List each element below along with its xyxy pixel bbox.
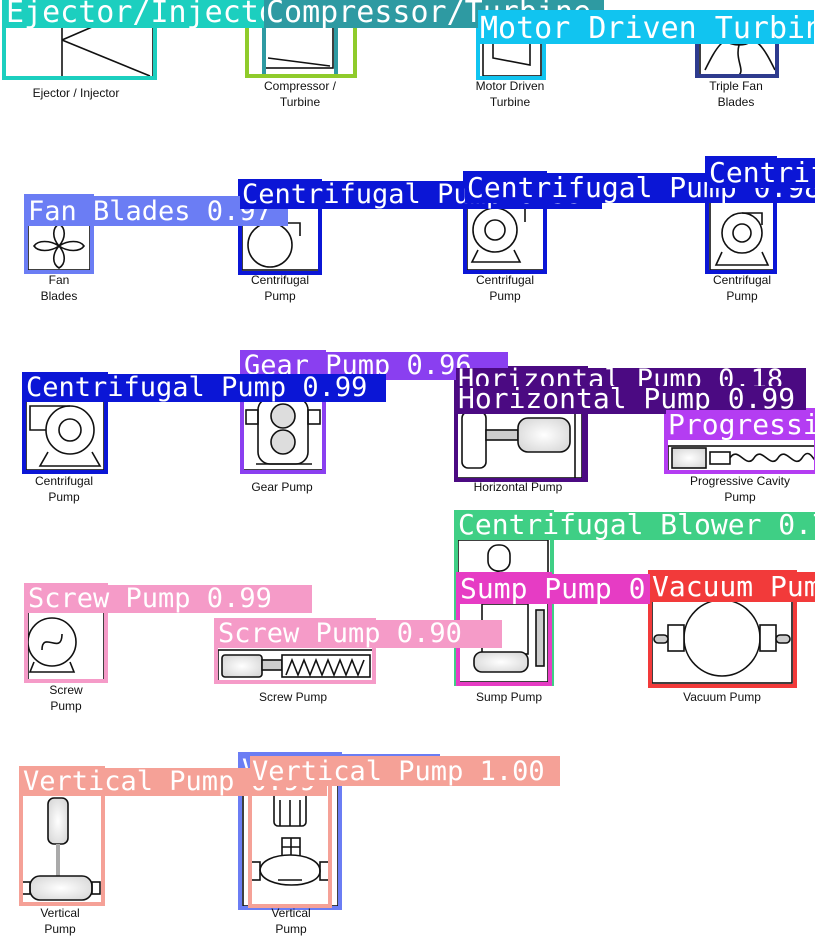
horizontal-pump-symbol bbox=[456, 407, 583, 479]
detection-label: Vacuum Pump bbox=[652, 570, 815, 603]
caption-centrifugal-pump-3: Centrifugal Pump bbox=[712, 273, 772, 303]
centrifugal-pump-4-symbol bbox=[25, 399, 105, 471]
caption-centrifugal-pump-2: Centrifugal Pump bbox=[475, 273, 535, 303]
detection-tag-bg bbox=[26, 585, 312, 613]
detection-tag-bg bbox=[707, 158, 815, 188]
detection-label: Centrifugal Blower 0.76 bbox=[458, 508, 815, 541]
caption-fan-blades: Fan Blades bbox=[40, 273, 78, 303]
progressive-cavity-pump-symbol bbox=[667, 445, 815, 473]
screw-pump-2-symbol bbox=[217, 649, 374, 683]
detection-box bbox=[2, 0, 157, 80]
detection-label: Centrifugal Pump bbox=[709, 156, 815, 189]
caption-vertical-pump-1: Vertical Pump bbox=[40, 906, 80, 936]
caption-screw-pump-2: Screw Pump bbox=[258, 690, 328, 704]
detection-label: Vertical Pump 1.00 bbox=[252, 756, 545, 787]
gear-pump-symbol bbox=[242, 394, 324, 471]
detection-label: Horizontal Pump 0.99 bbox=[458, 382, 795, 415]
caption-compressor-turbine: Compressor / Turbine bbox=[263, 79, 337, 109]
detection-tag-bg bbox=[24, 374, 386, 402]
detection-label: Screw Pump 0.99 bbox=[28, 583, 272, 614]
caption-sump-pump: Sump Pump bbox=[475, 690, 543, 704]
detection-label: Screw Pump 0.90 bbox=[218, 618, 462, 649]
detection-label: Progressive Cavity Pump bbox=[668, 408, 815, 441]
centrifugal-pump-3-symbol bbox=[709, 199, 775, 271]
detection-tag-bg bbox=[650, 572, 815, 602]
caption-horizontal-pump: Horizontal Pump bbox=[473, 480, 563, 494]
detection-label: Fan Blades 0.97 bbox=[28, 196, 272, 227]
detection-tag-bg bbox=[216, 620, 502, 648]
detection-label: Centrifugal Pump 0.99 bbox=[26, 372, 367, 403]
detection-tag-bg bbox=[666, 410, 815, 440]
caption-gear-pump: Gear Pump bbox=[251, 480, 313, 494]
caption-ejector-injector: Ejector / Injector bbox=[32, 86, 120, 100]
detection-tag-bg bbox=[456, 512, 815, 540]
caption-centrifugal-pump-4: Centrifugal Pump bbox=[34, 474, 94, 504]
sump-pump-symbol bbox=[457, 539, 549, 683]
vacuum-pump-symbol bbox=[651, 594, 793, 684]
detection-tag-bg bbox=[458, 574, 650, 604]
detection-label: Motor Driven Turbine bbox=[480, 11, 815, 46]
vertical-pump-2-symbol bbox=[242, 781, 339, 907]
detection-tag-bg bbox=[250, 756, 560, 786]
caption-vertical-pump-2: Vertical Pump bbox=[271, 906, 311, 936]
screw-pump-1-symbol bbox=[27, 611, 105, 681]
fan-blades-symbol bbox=[27, 221, 91, 271]
caption-screw-pump-1: Screw Pump bbox=[49, 683, 83, 713]
detection-tag-bg bbox=[478, 10, 814, 44]
caption-motor-driven-turbine: Motor Driven Turbine bbox=[475, 79, 545, 109]
detection-tag-bg bbox=[456, 386, 806, 414]
caption-triple-fan-blades: Triple Fan Blades bbox=[709, 79, 763, 109]
vertical-pump-1-symbol bbox=[21, 794, 103, 904]
caption-centrifugal-pump-1: Centrifugal Pump bbox=[250, 273, 310, 303]
caption-vacuum-pump: Vacuum Pump bbox=[683, 690, 761, 704]
caption-progressive-cavity-pump: Progressive Cavity Pump bbox=[689, 474, 791, 504]
